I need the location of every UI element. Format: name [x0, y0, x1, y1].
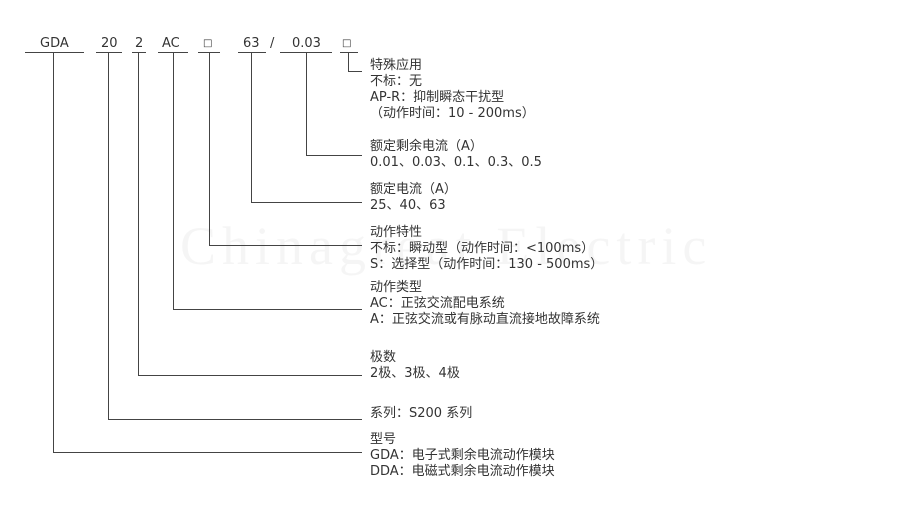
group-line: （动作时间：10 - 200ms） [370, 106, 535, 121]
group-line: 2极、3极、4极 [370, 366, 460, 381]
group-line: DDA：电磁式剩余电流动作模块 [370, 464, 555, 479]
code-action-char: □ [203, 38, 213, 49]
group-line: AP-R：抑制瞬态干扰型 [370, 90, 505, 105]
group-title: 系列：S200 系列 [370, 406, 473, 421]
group-line: 0.01、0.03、0.1、0.3、0.5 [370, 155, 542, 170]
group-line: AC：正弦交流配电系统 [370, 296, 505, 311]
leader-rated-current [251, 52, 362, 203]
leader-gda [53, 52, 362, 453]
group-line: GDA：电子式剩余电流动作模块 [370, 448, 555, 463]
code-gda: GDA [40, 36, 69, 51]
group-line: A：正弦交流或有脉动直流接地故障系统 [370, 312, 600, 327]
group-line: 25、40、63 [370, 198, 446, 213]
code-slash: / [270, 36, 275, 51]
leader-poles [138, 52, 362, 376]
group-title: 特殊应用 [370, 58, 423, 73]
leader-special [348, 52, 362, 72]
group-title: 额定剩余电流（A） [370, 139, 483, 154]
group-title: 型号 [370, 432, 397, 447]
leader-action-char [209, 52, 362, 246]
group-title: 动作特性 [370, 225, 423, 240]
group-title: 动作类型 [370, 280, 423, 295]
group-line: 不标：瞬动型（动作时间：<100ms） [370, 241, 595, 256]
group-line: 不标：无 [370, 74, 423, 89]
group-rated-residual-current: 额定剩余电流（A） 0.01、0.03、0.1、0.3、0.5 [370, 139, 542, 171]
group-line: S：选择型（动作时间：130 - 500ms） [370, 257, 604, 272]
leader-residual-current [306, 52, 362, 156]
code-rated-current: 63 [243, 36, 260, 51]
code-action-type: AC [162, 36, 180, 51]
group-title: 极数 [370, 350, 397, 365]
leader-series [108, 52, 362, 420]
group-special-application: 特殊应用 不标：无 AP-R：抑制瞬态干扰型 （动作时间：10 - 200ms） [370, 58, 535, 122]
group-model: 型号 GDA：电子式剩余电流动作模块 DDA：电磁式剩余电流动作模块 [370, 432, 555, 480]
code-special: □ [342, 38, 352, 49]
group-action-characteristic: 动作特性 不标：瞬动型（动作时间：<100ms） S：选择型（动作时间：130 … [370, 225, 603, 273]
leader-action-type [173, 52, 362, 310]
group-title: 额定电流（A） [370, 182, 457, 197]
code-residual-current: 0.03 [292, 36, 321, 51]
group-poles: 极数 2极、3极、4极 [370, 350, 460, 382]
group-rated-current: 额定电流（A） 25、40、63 [370, 182, 457, 214]
group-action-type: 动作类型 AC：正弦交流配电系统 A：正弦交流或有脉动直流接地故障系统 [370, 280, 600, 328]
code-poles: 2 [135, 36, 144, 51]
code-series: 20 [101, 36, 118, 51]
group-series: 系列：S200 系列 [370, 406, 472, 422]
